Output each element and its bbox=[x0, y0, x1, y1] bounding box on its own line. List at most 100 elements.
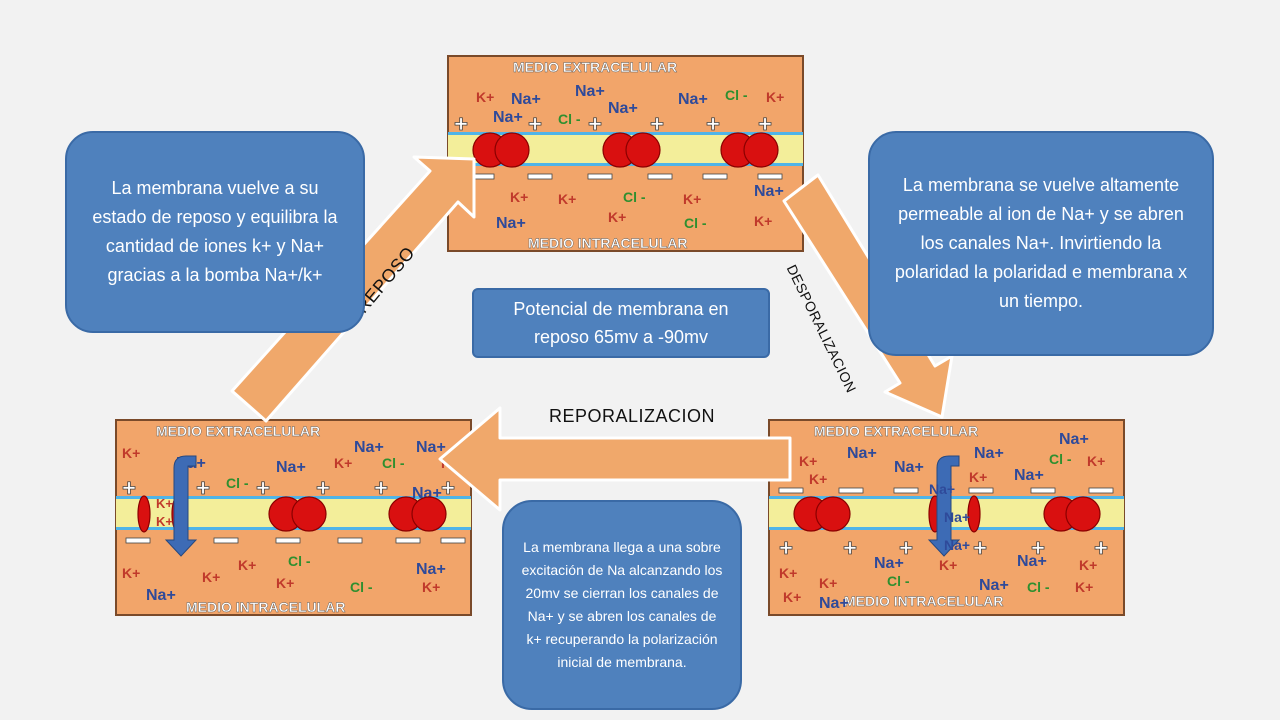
ion-na: Na+ bbox=[894, 459, 924, 476]
svg-text:+: + bbox=[758, 111, 772, 138]
ion-na: Na+ bbox=[511, 91, 541, 108]
ion-na: Na+ bbox=[979, 577, 1009, 594]
ion-na: Na+ bbox=[678, 91, 708, 108]
sodium-influx-arrow bbox=[927, 455, 961, 557]
svg-text:+: + bbox=[1094, 535, 1108, 562]
despolarizacion-description-box: La membrana se vuelve altamente permeabl… bbox=[868, 131, 1214, 356]
repolarizacion-arrow bbox=[438, 406, 792, 512]
ion-na: Na+ bbox=[416, 439, 446, 456]
ion-k: K+ bbox=[202, 569, 220, 585]
potassium-efflux-arrow bbox=[164, 455, 198, 557]
ion-cl: Cl - bbox=[226, 475, 249, 491]
ion-na: Na+ bbox=[974, 445, 1004, 462]
repolarizacion-description-text: La membrana llega a una sobre excitación… bbox=[521, 539, 723, 670]
ion-k: K+ bbox=[1075, 579, 1093, 595]
ion-k: K+ bbox=[558, 191, 576, 207]
ion-k: K+ bbox=[608, 209, 626, 225]
panel-extracellular-label: MEDIO EXTRACELULAR bbox=[814, 423, 978, 439]
svg-text:+: + bbox=[316, 475, 330, 502]
ion-cl: Cl - bbox=[684, 215, 707, 231]
ion-na: Na+ bbox=[847, 445, 877, 462]
ion-na: Na+ bbox=[354, 439, 384, 456]
svg-text:+: + bbox=[441, 475, 455, 502]
ion-na: Na+ bbox=[874, 555, 904, 572]
panel-intracellular-label: MEDIO INTRACELULAR bbox=[186, 599, 345, 615]
ion-k: K+ bbox=[683, 191, 701, 207]
ion-cl: Cl - bbox=[1049, 451, 1072, 467]
ion-na: Na+ bbox=[929, 481, 955, 497]
svg-text:+: + bbox=[374, 475, 388, 502]
svg-text:+: + bbox=[528, 111, 542, 138]
ion-k: K+ bbox=[122, 445, 140, 461]
ion-k: K+ bbox=[422, 579, 440, 595]
svg-text:+: + bbox=[588, 111, 602, 138]
ion-k: K+ bbox=[1087, 453, 1105, 469]
ion-na: Na+ bbox=[575, 83, 605, 100]
ion-k: K+ bbox=[156, 514, 173, 529]
ion-k: K+ bbox=[1079, 557, 1097, 573]
despolarizacion-description-text: La membrana se vuelve altamente permeabl… bbox=[894, 175, 1188, 311]
ion-k: K+ bbox=[238, 557, 256, 573]
repolarizacion-label: REPORALIZACION bbox=[549, 406, 716, 426]
svg-text:+: + bbox=[899, 535, 913, 562]
negative-charges bbox=[125, 537, 466, 544]
channel-proteins bbox=[472, 132, 779, 168]
ion-k: K+ bbox=[969, 469, 987, 485]
negative-charges bbox=[778, 487, 1114, 494]
ion-k: K+ bbox=[819, 575, 837, 591]
ion-k: K+ bbox=[276, 575, 294, 591]
repolarizacion-description-box: La membrana llega a una sobre excitación… bbox=[502, 500, 742, 710]
channel-proteins bbox=[793, 495, 1101, 533]
svg-text:+: + bbox=[650, 111, 664, 138]
svg-text:+: + bbox=[122, 475, 136, 502]
resting-potential-box: Potencial de membrana en reposo 65mv a -… bbox=[472, 288, 770, 358]
positive-charges: + + + + + + bbox=[779, 535, 1109, 563]
ion-k: K+ bbox=[809, 471, 827, 487]
membrane-panel-right: MEDIO EXTRACELULAR MEDIO INTRACELULAR Na… bbox=[768, 419, 1125, 616]
reposo-description-text: La membrana vuelve a su estado de reposo… bbox=[92, 178, 338, 285]
ion-k: K+ bbox=[122, 565, 140, 581]
svg-text:+: + bbox=[256, 475, 270, 502]
ion-k: K+ bbox=[939, 557, 957, 573]
svg-text:+: + bbox=[454, 111, 468, 138]
svg-text:+: + bbox=[196, 475, 210, 502]
ion-cl: Cl - bbox=[558, 111, 581, 127]
ion-k: K+ bbox=[156, 496, 173, 511]
panel-intracellular-label: MEDIO INTRACELULAR bbox=[528, 235, 687, 251]
ion-na: Na+ bbox=[754, 183, 784, 200]
ion-na: Na+ bbox=[146, 587, 176, 604]
svg-text:+: + bbox=[1031, 535, 1045, 562]
svg-text:+: + bbox=[843, 535, 857, 562]
ion-k: K+ bbox=[783, 589, 801, 605]
ion-cl: Cl - bbox=[382, 455, 405, 471]
ion-na: Na+ bbox=[493, 109, 523, 126]
ion-k: K+ bbox=[334, 455, 352, 471]
negative-charges bbox=[469, 173, 783, 180]
ion-cl: Cl - bbox=[725, 87, 748, 103]
ion-cl: Cl - bbox=[288, 553, 311, 569]
ion-k: K+ bbox=[754, 213, 772, 229]
ion-cl: Cl - bbox=[623, 189, 646, 205]
panel-intracellular-label: MEDIO INTRACELULAR bbox=[844, 593, 1003, 609]
ion-na: Na+ bbox=[496, 215, 526, 232]
ion-cl: Cl - bbox=[350, 579, 373, 595]
ion-na: Na+ bbox=[819, 595, 849, 612]
svg-text:+: + bbox=[973, 535, 987, 562]
ion-cl: Cl - bbox=[1027, 579, 1050, 595]
membrane-panel-left: MEDIO EXTRACELULAR MEDIO INTRACELULAR K+… bbox=[115, 419, 472, 616]
svg-text:+: + bbox=[779, 535, 793, 562]
ion-k: K+ bbox=[476, 89, 494, 105]
resting-potential-text: Potencial de membrana en reposo 65mv a -… bbox=[513, 299, 729, 347]
ion-na: Na+ bbox=[944, 509, 970, 525]
ion-k: K+ bbox=[510, 189, 528, 205]
ion-k: K+ bbox=[799, 453, 817, 469]
ion-cl: Cl - bbox=[887, 573, 910, 589]
ion-na: Na+ bbox=[608, 100, 638, 117]
svg-text:+: + bbox=[706, 111, 720, 138]
ion-na: Na+ bbox=[1014, 467, 1044, 484]
positive-charges: + + + + + + bbox=[122, 475, 456, 503]
ion-na: Na+ bbox=[1017, 553, 1047, 570]
positive-charges: + + + + + + bbox=[454, 111, 773, 139]
membrane-panel-top: MEDIO EXTRACELULAR MEDIO INTRACELULAR K+… bbox=[447, 55, 804, 252]
ion-k: K+ bbox=[766, 89, 784, 105]
